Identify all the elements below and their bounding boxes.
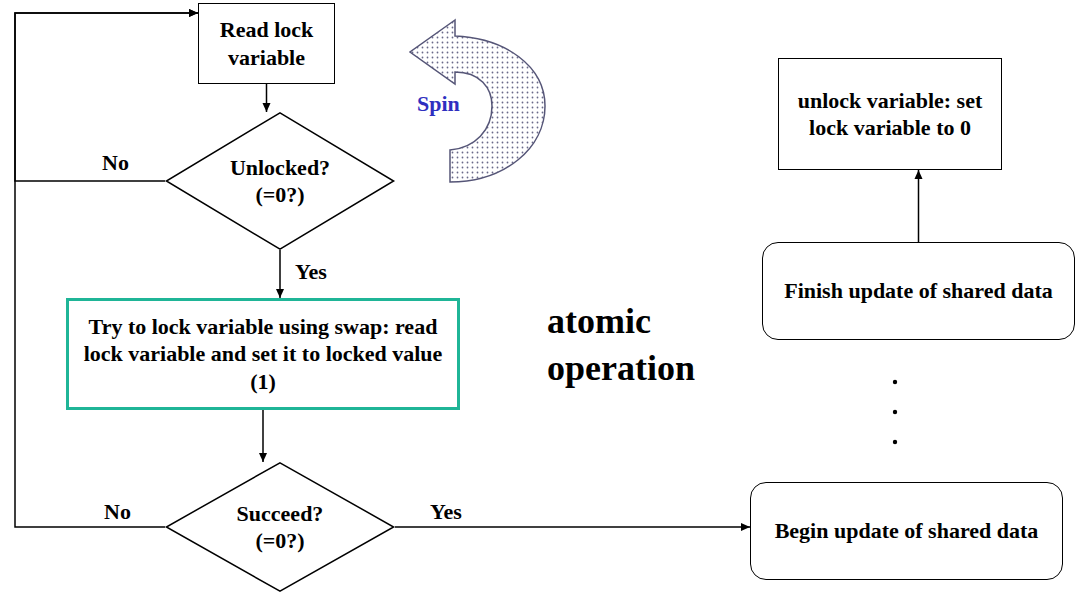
ellipsis-dot: [893, 440, 897, 444]
flow-arrow: [15, 13, 198, 181]
spin-label: Spin: [415, 90, 462, 119]
node-text: Finish update of shared data: [784, 277, 1053, 305]
process-box: Read lock variable: [198, 3, 335, 84]
node-text: Try to lock variable using swap: read lo…: [79, 313, 447, 396]
flow-arrow: [279, 250, 281, 298]
diamond-outline: [165, 112, 395, 250]
edge-label: No: [102, 499, 133, 525]
flow-arrow: [15, 13, 198, 527]
flow-arrow: [262, 410, 264, 462]
spin-arrow: [410, 20, 545, 182]
edge-label: Yes: [293, 259, 329, 285]
atomic-box: Try to lock variable using swap: read lo…: [66, 298, 460, 410]
decision-diamond: Succeed? (=0?): [165, 462, 395, 592]
ellipsis-dot: [893, 410, 897, 414]
flow-arrow: [918, 170, 920, 242]
node-text: Read lock variable: [211, 16, 322, 71]
decision-diamond: Unlocked? (=0?): [165, 112, 395, 250]
process-box: unlock variable: set lock variable to 0: [778, 58, 1002, 170]
node-text: Succeed? (=0?): [215, 500, 345, 555]
node-text: Begin update of shared data: [775, 517, 1039, 545]
edge-label: Yes: [428, 499, 464, 525]
annotation: atomic operation: [545, 298, 739, 392]
process-box: Finish update of shared data: [762, 242, 1075, 340]
flow-arrow: [266, 84, 268, 112]
edge-label: No: [100, 150, 131, 176]
flow-arrow: [395, 526, 750, 528]
ellipsis-dot: [893, 380, 897, 384]
node-text: unlock variable: set lock variable to 0: [791, 87, 989, 142]
node-text: Unlocked? (=0?): [215, 154, 345, 209]
diamond-outline: [165, 462, 395, 592]
process-box: Begin update of shared data: [750, 482, 1063, 580]
